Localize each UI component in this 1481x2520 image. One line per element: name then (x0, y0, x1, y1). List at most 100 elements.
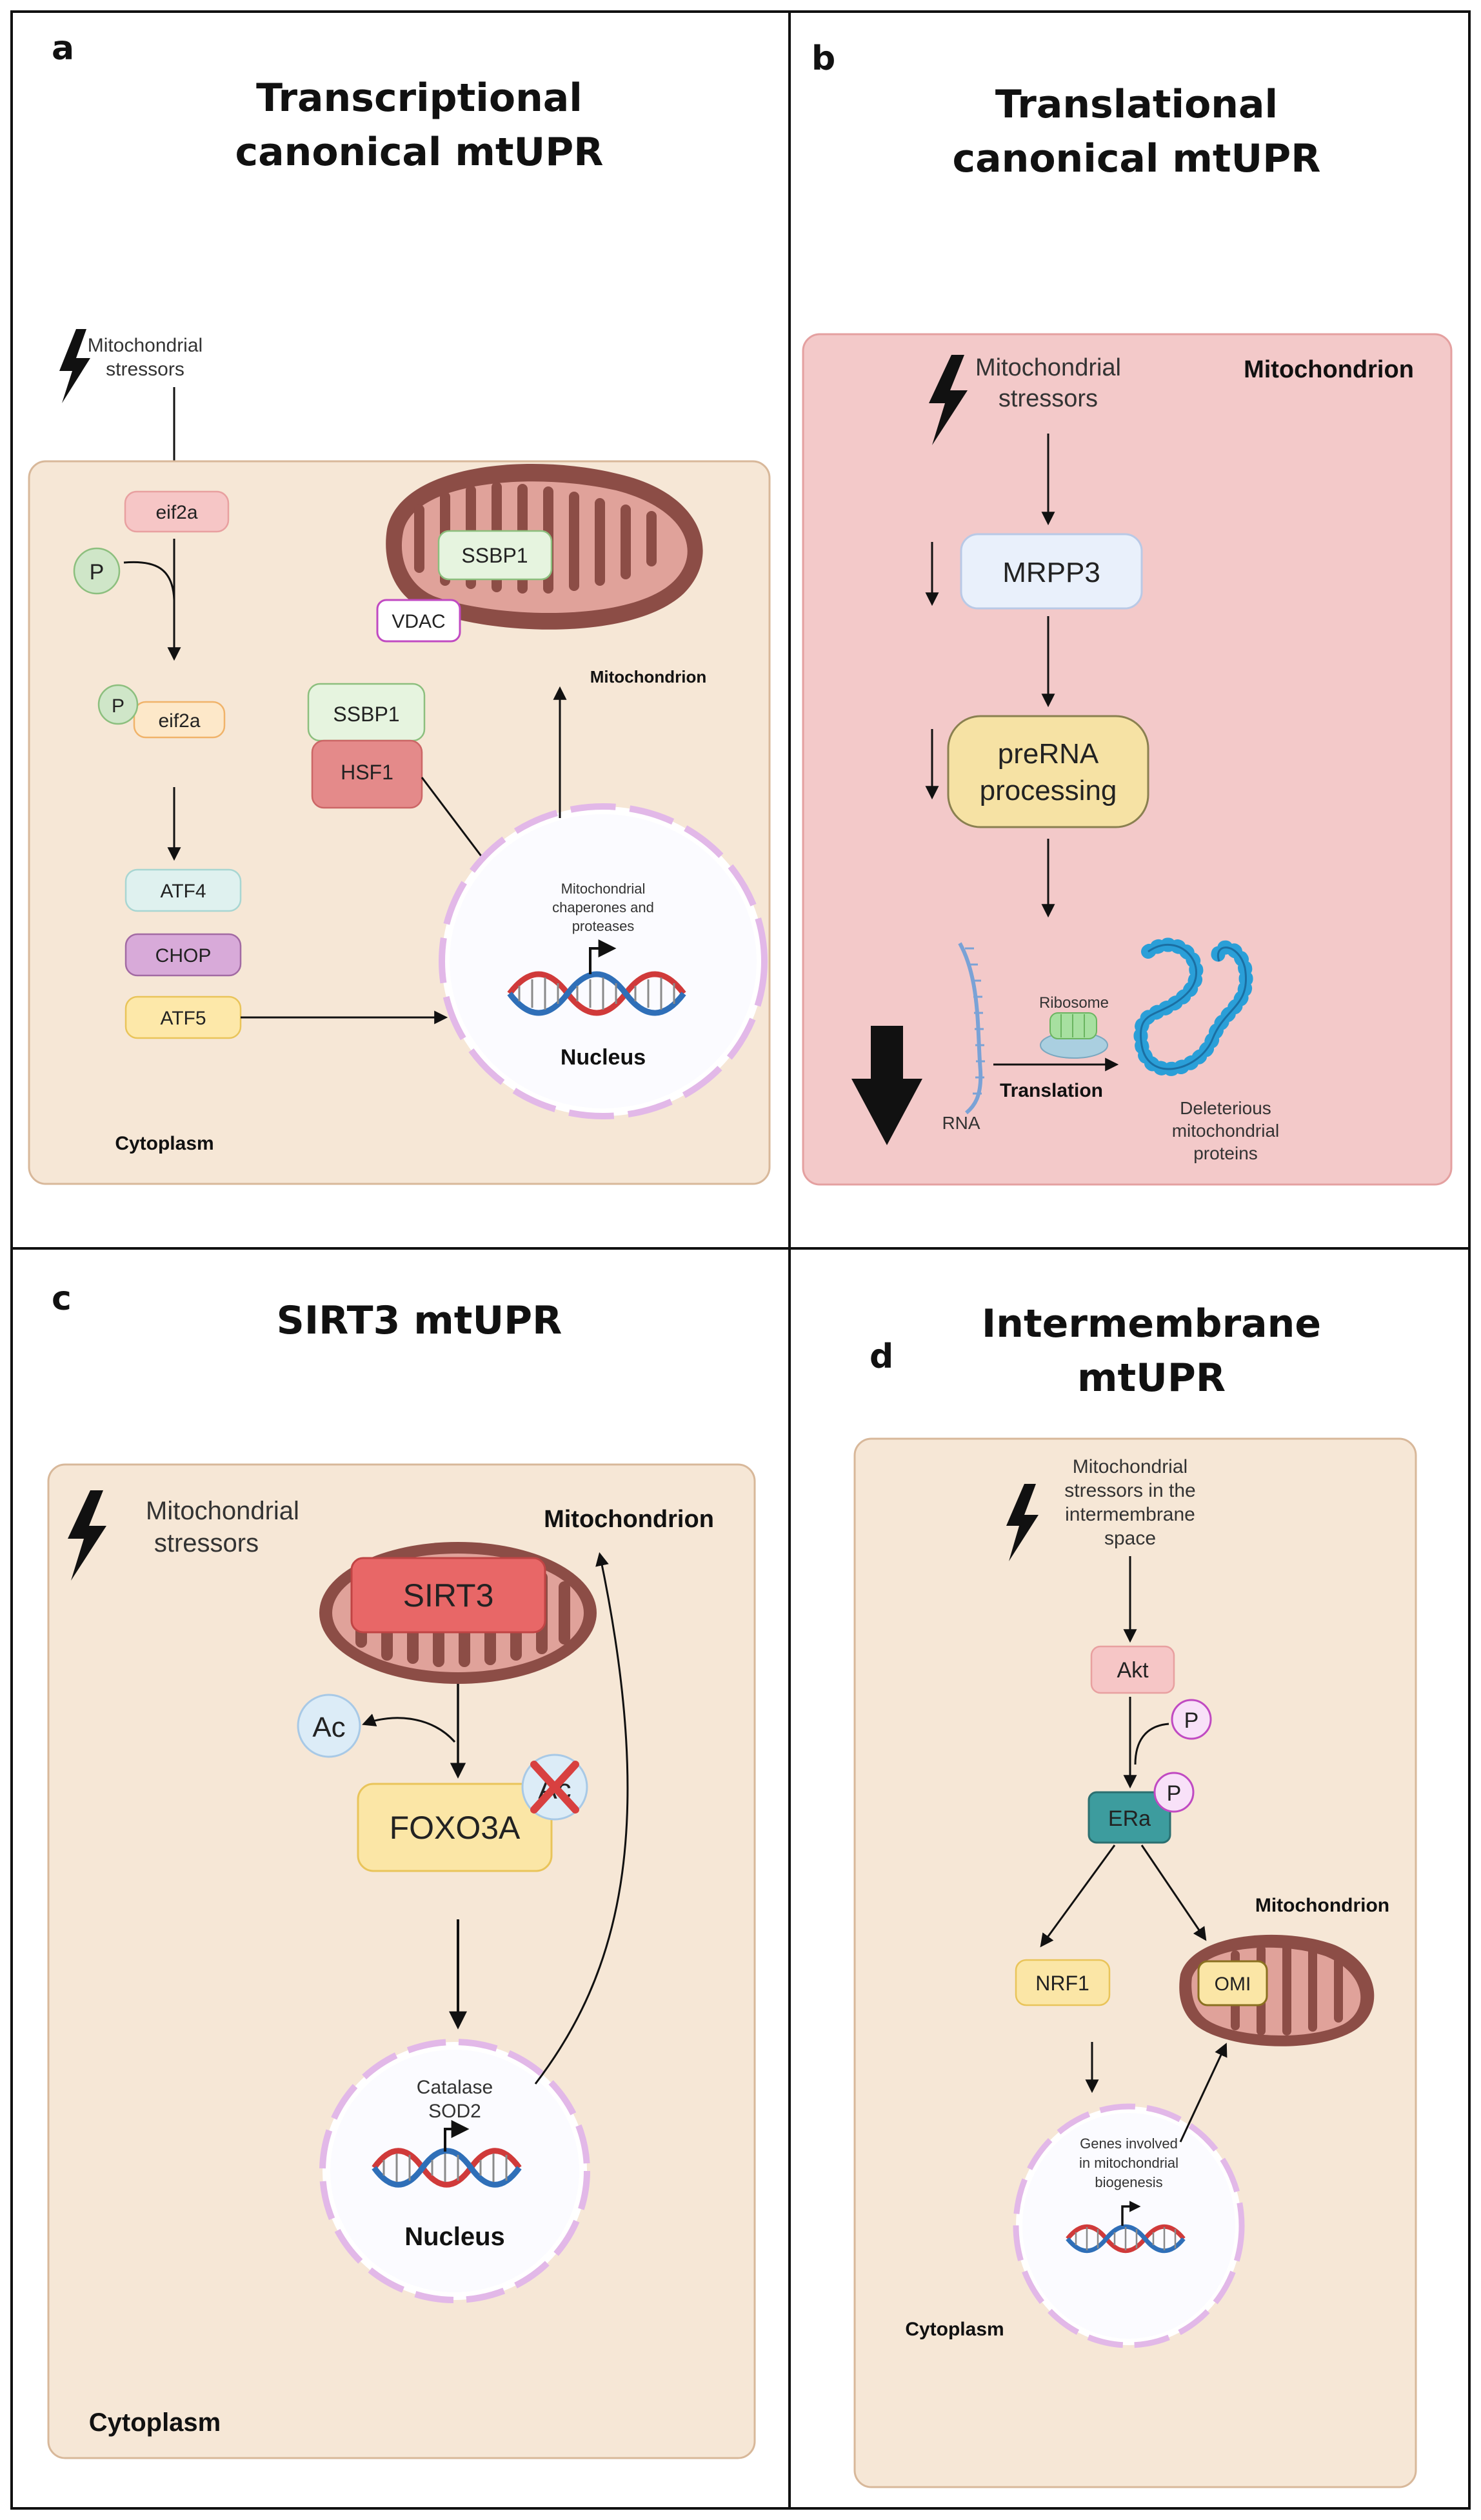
arrow-icon (851, 1026, 922, 1145)
panel-c-catalase-label: Catalase (417, 2077, 493, 2098)
panel-c-nucleus-label: Nucleus (404, 2223, 505, 2251)
panel-a: a Transcriptional canonical mtUPR Mitoch… (28, 29, 771, 1185)
panel-a-vdac-label: VDAC (392, 611, 445, 632)
panel-a-eif2a-box (124, 490, 230, 533)
panel-b-translation-label: Translation (1000, 1080, 1103, 1101)
panel-a-stressors-line1: Mitochondrial (88, 335, 203, 356)
panel-a-letter: a (52, 29, 74, 68)
panel-b-prerna-line1: preRNA (998, 738, 1099, 770)
lightning-icon (59, 329, 90, 403)
panel-b-stressors-line1: Mitochondrial (975, 354, 1121, 381)
panel-a-nucleus-label: Nucleus (561, 1045, 646, 1070)
panel-a-phosphate-label-2: P (112, 695, 124, 717)
panel-d-stressors-line3: intermembrane (1065, 1504, 1195, 1525)
panel-c-sirt3-label: SIRT3 (403, 1577, 494, 1614)
panel-b: b Translational canonical mtUPR Mitochon… (802, 39, 1453, 1186)
panel-a-phosphate-label: P (90, 560, 104, 585)
panel-a-atf5-label: ATF5 (160, 1008, 206, 1029)
lightning-icon (1006, 1484, 1039, 1561)
panel-a-ssbp1-label: SSBP1 (333, 703, 399, 726)
panel-c-stressors-line1: Mitochondrial (146, 1497, 299, 1525)
panel-d-title-line2: mtUPR (1077, 1355, 1226, 1401)
lightning-icon (929, 355, 968, 445)
panel-c-sirt3-box (350, 1557, 546, 1634)
panel-b-title-line1: Translational (995, 82, 1278, 127)
panel-b-ribosome-label: Ribosome (1039, 994, 1109, 1012)
panel-d-era-label: ERa (1108, 1806, 1151, 1831)
panel-d-era-box (1088, 1791, 1171, 1844)
panel-c-title: SIRT3 mtUPR (277, 1298, 562, 1343)
panel-a-cytoplasm-label: Cytoplasm (115, 1133, 214, 1154)
panel-a-chop-box (124, 933, 242, 977)
arrow-icon (362, 1714, 456, 1743)
panel-d-omi-box (1197, 1960, 1268, 2006)
panel-d-letter: d (870, 1337, 893, 1376)
panel-b-rna-label: RNA (942, 1113, 980, 1133)
panel-a-chop-label: CHOP (155, 945, 212, 966)
panel-b-prerna-box (947, 715, 1149, 828)
panel-c-acetyl-label: Ac (312, 1712, 345, 1743)
panel-a-ssbp1-mito-box (437, 530, 553, 581)
panel-d-phosphate-circle-1 (1171, 1699, 1212, 1740)
panel-d-phosphate-circle-2 (1153, 1772, 1195, 1813)
panel-a-hsf1-label: HSF1 (341, 761, 393, 784)
rna-strand-icon (958, 942, 985, 1115)
panel-b-letter: b (811, 39, 835, 78)
panel-d-genes-line2: in mitochondrial (1079, 2155, 1178, 2171)
panel-c-cytoplasm-label: Cytoplasm (89, 2408, 221, 2437)
panel-d-genes-line1: Genes involved (1080, 2135, 1178, 2152)
panel-b-mrpp3-box (960, 533, 1143, 610)
panel-c-foxo3a-label: FOXO3A (390, 1810, 521, 1846)
panel-c-mitochondrion-label: Mitochondrion (544, 1506, 714, 1533)
panel-a-vdac-box (376, 599, 461, 643)
arrow-icon (123, 561, 175, 601)
panel-a-p-eif2a-label: eif2a (158, 710, 200, 732)
panel-a-chaperones-line2: chaperones and (552, 899, 654, 915)
dna-icon (1066, 2201, 1186, 2254)
panel-c-foxo3a-box (357, 1783, 553, 1872)
nucleus-icon (439, 803, 768, 1119)
lightning-icon (68, 1490, 106, 1581)
panel-c: c SIRT3 mtUPR Mitochondrial stressors Mi… (47, 1279, 756, 2459)
panel-c-acetyl-circle (297, 1694, 361, 1758)
panel-a-stressors-line2: stressors (106, 359, 184, 380)
panel-d-stressors-line1: Mitochondrial (1073, 1456, 1188, 1477)
nucleus-icon (319, 2039, 590, 2303)
panel-d-genes-line3: biogenesis (1095, 2174, 1162, 2190)
panel-a-title-line2: canonical mtUPR (235, 130, 604, 175)
arrow-icon (1140, 1845, 1207, 1941)
dna-icon (372, 2120, 522, 2188)
dna-icon (507, 939, 686, 1016)
arrow-icon (534, 1552, 629, 2085)
panel-a-chaperones-line3: proteases (572, 918, 635, 934)
panel-d-cytoplasm-region (853, 1437, 1417, 2488)
panel-d-title-line1: Intermembrane (982, 1301, 1321, 1346)
panel-a-phosphate-circle (73, 547, 121, 595)
panel-b-mitochondrion-label: Mitochondrion (1244, 356, 1414, 383)
panel-d-omi-label: OMI (1215, 1974, 1251, 1995)
close-icon (530, 1761, 579, 1814)
panel-a-title-line1: Transcriptional (256, 75, 582, 121)
panel-d-nrf1-box (1015, 1959, 1111, 2006)
panel-d-nrf1-label: NRF1 (1035, 1972, 1089, 1995)
panel-a-p-eif2a-box (133, 701, 226, 739)
panel-a-atf4-label: ATF4 (160, 881, 206, 902)
panel-a-ssbp1-mito-label: SSBP1 (461, 544, 528, 567)
panel-c-sod2-label: SOD2 (428, 2101, 481, 2122)
panel-b-stressors-line2: stressors (999, 385, 1098, 412)
panel-d-mitochondrion-label: Mitochondrion (1255, 1895, 1389, 1916)
panel-grid (10, 10, 1471, 2510)
panel-b-deleterious-line1: Deleterious (1180, 1098, 1271, 1118)
ribosome-icon (1040, 1012, 1108, 1059)
panel-a-atf4-box (124, 868, 242, 912)
panel-a-chaperones-line1: Mitochondrial (561, 881, 646, 897)
panel-c-letter: c (52, 1279, 72, 1318)
panel-a-hsf1-box (311, 739, 423, 809)
arrow-icon (1040, 1845, 1116, 1948)
protein-chain-icon (1133, 937, 1253, 1076)
panel-b-title-line2: canonical mtUPR (953, 136, 1321, 181)
panel-d-akt-box (1090, 1645, 1175, 1694)
panel-b-mrpp3-label: MRPP3 (1002, 557, 1100, 588)
